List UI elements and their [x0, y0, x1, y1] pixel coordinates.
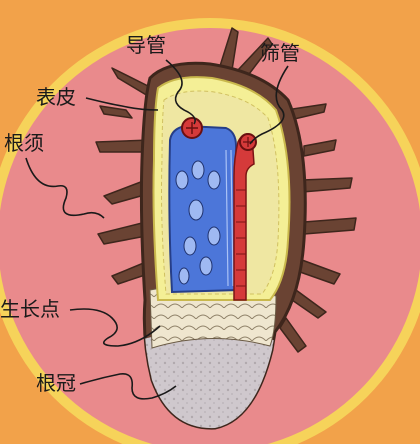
label-root-hair: 根须 — [4, 131, 44, 155]
label-growing-point: 生长点 — [0, 297, 60, 321]
label-epidermis: 表皮 — [36, 85, 76, 109]
label-root-cap: 根冠 — [36, 371, 76, 395]
label-sieve-tube: 筛管 — [260, 41, 300, 65]
label-vessel: 导管 — [126, 33, 166, 57]
